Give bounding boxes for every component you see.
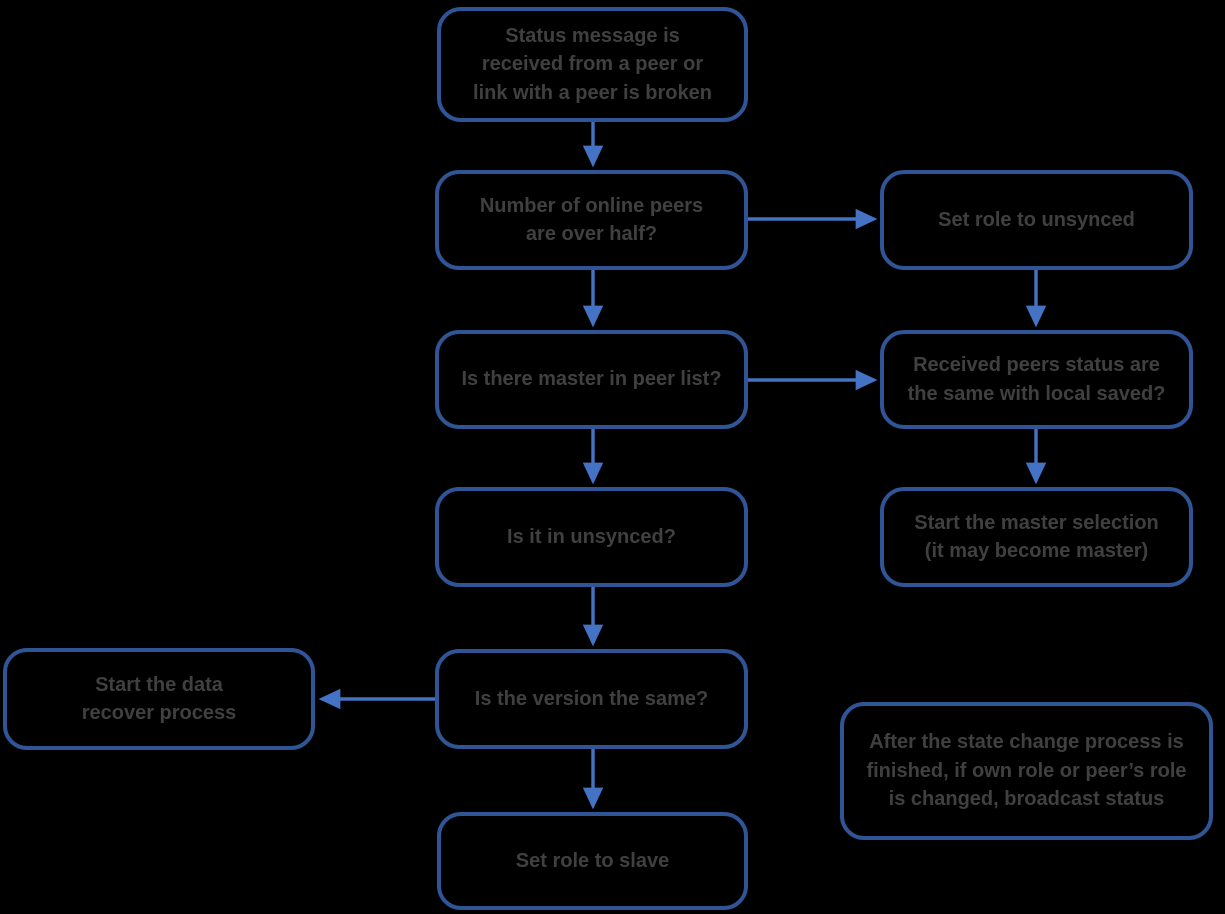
- node-status-message-label: Status message is received from a peer o…: [473, 24, 712, 104]
- node-broadcast-status-note: After the state change process is finish…: [840, 702, 1213, 840]
- node-start-master-selection-label: Start the master selection (it may becom…: [914, 511, 1159, 562]
- node-start-data-recover: Start the data recover process: [3, 648, 315, 750]
- node-is-it-in-unsynced-label: Is it in unsynced?: [507, 525, 676, 548]
- node-start-data-recover-label: Start the data recover process: [81, 673, 237, 724]
- node-set-role-slave: Set role to slave: [437, 812, 748, 910]
- node-start-master-selection: Start the master selection (it may becom…: [880, 487, 1193, 587]
- node-set-role-slave-label: Set role to slave: [515, 849, 670, 872]
- node-status-message: Status message is received from a peer o…: [437, 7, 748, 122]
- node-is-version-same: Is the version the same?: [435, 649, 748, 749]
- node-online-peers-over-half-label: Number of online peers are over half?: [479, 194, 704, 245]
- node-master-in-peer-list-label: Is there master in peer list?: [461, 368, 722, 391]
- node-master-in-peer-list: Is there master in peer list?: [435, 330, 748, 429]
- node-received-peers-status-label: Received peers status are the same with …: [907, 354, 1166, 405]
- node-is-version-same-label: Is the version the same?: [474, 687, 709, 710]
- node-set-role-unsynced-label: Set role to unsynced: [938, 208, 1135, 231]
- node-is-it-in-unsynced: Is it in unsynced?: [435, 487, 748, 587]
- node-online-peers-over-half: Number of online peers are over half?: [435, 170, 748, 270]
- node-set-role-unsynced: Set role to unsynced: [880, 170, 1193, 270]
- node-received-peers-status: Received peers status are the same with …: [880, 330, 1193, 429]
- node-broadcast-status-note-label: After the state change process is finish…: [866, 731, 1187, 811]
